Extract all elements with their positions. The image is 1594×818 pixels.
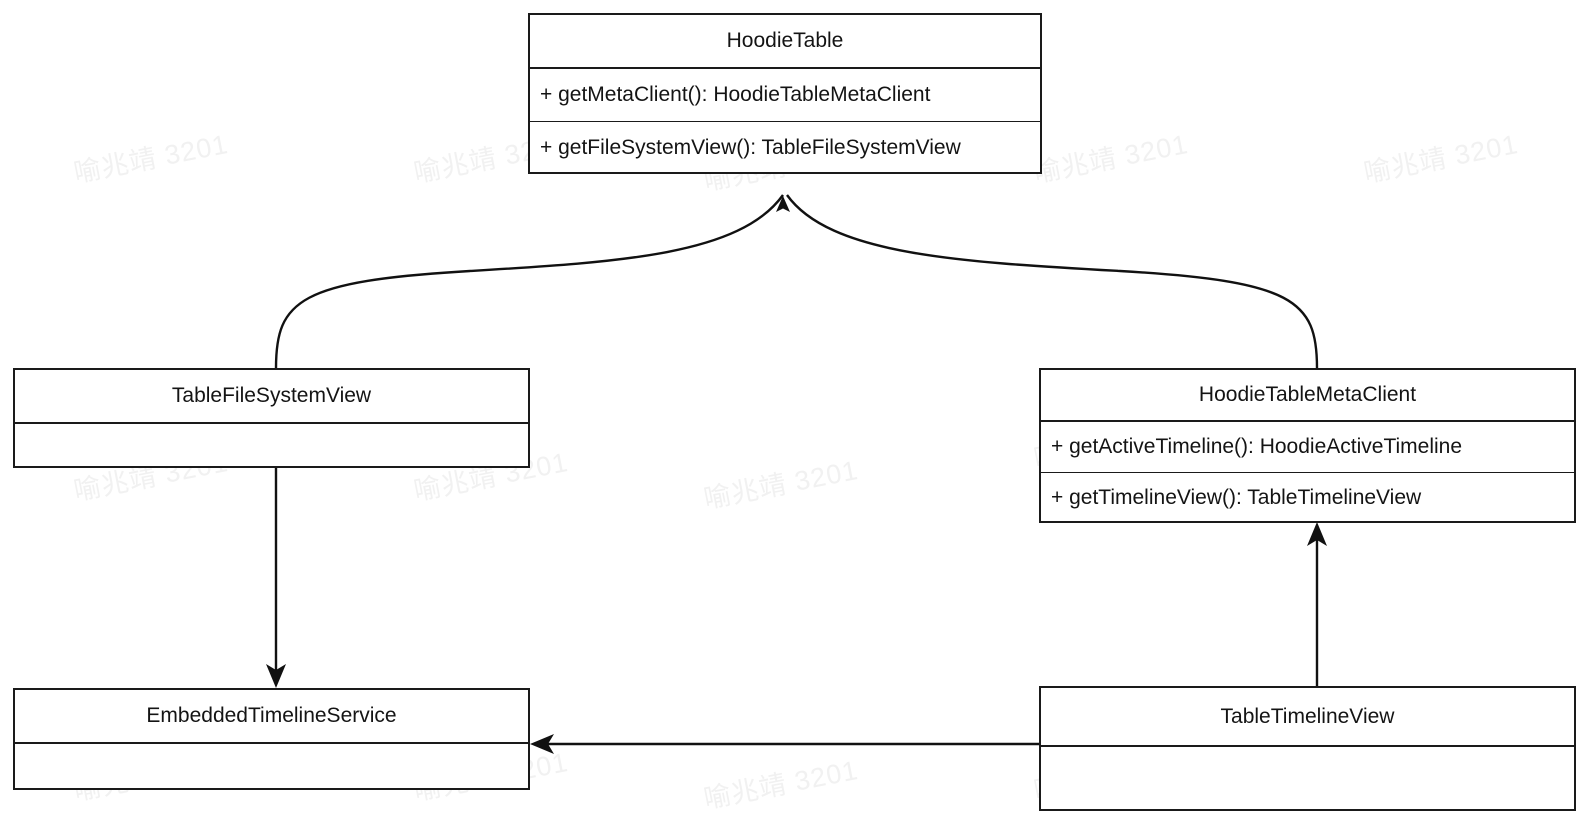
class-members-hoodietablemetaclient: + getActiveTimeline(): HoodieActiveTimel… — [1041, 422, 1574, 522]
class-member: + getActiveTimeline(): HoodieActiveTimel… — [1051, 435, 1463, 458]
class-members-tablefilesystemview — [15, 424, 528, 466]
class-title-embeddedtimelineservice: EmbeddedTimelineService — [15, 690, 528, 744]
class-box-hoodietable[interactable]: HoodieTable + getMetaClient(): HoodieTab… — [528, 13, 1042, 174]
class-member: + getTimelineView(): TableTimelineView — [1041, 472, 1574, 522]
edge-hoodietablemetaclient-to-hoodietable — [786, 194, 1319, 369]
class-box-embeddedtimelineservice[interactable]: EmbeddedTimelineService — [13, 688, 530, 790]
class-members-tabletimelineview — [1041, 747, 1574, 809]
watermark-text: 喻兆靖 3201 — [701, 754, 861, 815]
edge-tablefilesystemview-to-hoodietable — [274, 194, 784, 369]
class-title-tabletimelineview: TableTimelineView — [1041, 688, 1574, 747]
class-title-tablefilesystemview: TableFileSystemView — [15, 370, 528, 424]
watermark-text: 喻兆靖 3201 — [1361, 128, 1521, 189]
watermark-text: 喻兆靖 3201 — [1031, 128, 1191, 189]
class-member: + getMetaClient(): HoodieTableMetaClient — [540, 83, 931, 106]
class-box-hoodietablemetaclient[interactable]: HoodieTableMetaClient + getActiveTimelin… — [1039, 368, 1576, 523]
class-members-hoodietable: + getMetaClient(): HoodieTableMetaClient… — [530, 69, 1040, 173]
watermark-text: 喻兆靖 3201 — [71, 128, 231, 189]
arrowhead-to-hoodietable-left — [776, 196, 790, 212]
class-member: + getFileSystemView(): TableFileSystemVi… — [530, 121, 1040, 173]
arrowhead-to-embeddedtimelineservice-top — [266, 664, 286, 688]
arrowhead-to-embeddedtimelineservice-right — [530, 734, 554, 754]
class-box-tablefilesystemview[interactable]: TableFileSystemView — [13, 368, 530, 468]
class-members-embeddedtimelineservice — [15, 744, 528, 788]
class-box-tabletimelineview[interactable]: TableTimelineView — [1039, 686, 1576, 811]
arrowhead-to-hoodietablemetaclient-bottom — [1307, 522, 1327, 546]
class-title-hoodietablemetaclient: HoodieTableMetaClient — [1041, 370, 1574, 422]
class-title-hoodietable: HoodieTable — [530, 15, 1040, 69]
watermark-text: 喻兆靖 3201 — [701, 454, 861, 515]
